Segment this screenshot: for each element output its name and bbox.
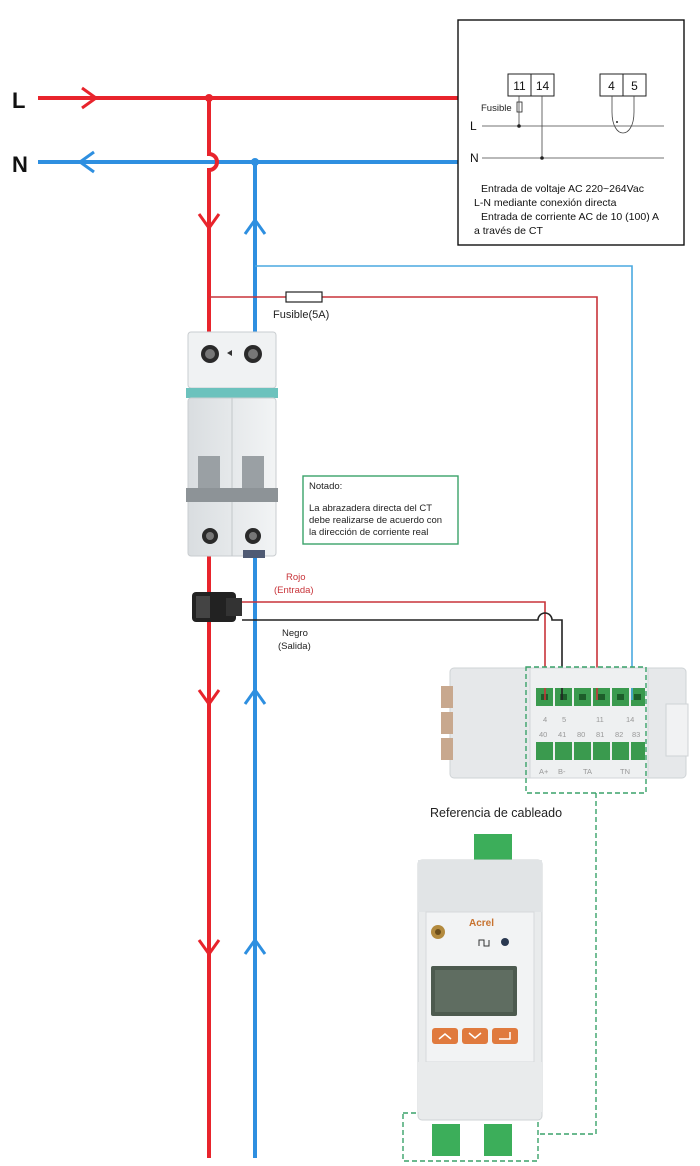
- terminal-bottom-label-40: 40: [539, 730, 547, 739]
- terminal-top-label-11: 11: [596, 715, 604, 724]
- inset-terminal-11: 11: [513, 79, 526, 93]
- ct-red-label-1: Rojo: [286, 572, 306, 583]
- terminal-block: 4 5 11 14 40 41 80 81 82 83 A+ B- TA TN: [441, 667, 689, 779]
- neutral-label: N: [12, 152, 28, 177]
- terminal-side-label-tn: TN: [620, 767, 630, 776]
- terminal-side-label-b: B-: [558, 767, 566, 776]
- note-title: Notado:: [309, 481, 342, 492]
- note-line-3: la dirección de corriente real: [309, 527, 428, 538]
- ct-black-label-1: Negro: [282, 628, 308, 639]
- inset-fuse-label: Fusible: [481, 103, 512, 114]
- note-line-1: La abrazadera directa del CT: [309, 503, 432, 514]
- ct-black-label-2: (Salida): [278, 641, 311, 652]
- meter-buttons: [432, 1028, 518, 1044]
- meter-brand: Acrel: [469, 918, 494, 929]
- live-drop: [197, 98, 221, 1158]
- ct-clamp: [192, 592, 242, 622]
- enter-icon[interactable]: [492, 1028, 518, 1044]
- inset-desc-line-3: Entrada de corriente AC de 10 (100) A: [481, 211, 659, 223]
- pulse-icon: [478, 939, 490, 947]
- inset-l-label: L: [470, 119, 477, 133]
- terminal-top-label-5: 5: [562, 715, 566, 724]
- inset-desc-line-4: a través de CT: [474, 225, 543, 237]
- fuse-label: Fusible(5A): [273, 309, 329, 321]
- terminal-bottom-label-83: 83: [632, 730, 640, 739]
- live-label: L: [12, 88, 25, 113]
- ct-red-label-2: (Entrada): [274, 585, 314, 596]
- fuse-branch: [209, 265, 633, 690]
- inset-terminal-4: 4: [608, 79, 615, 93]
- terminal-bottom-label-81: 81: [596, 730, 604, 739]
- neutral-bus: [38, 150, 458, 174]
- inset-schematic: 11 14 4 5 Fusible L N Entrada de voltaje…: [457, 19, 685, 246]
- note-box: Notado: La abrazadera directa del CT deb…: [302, 475, 459, 545]
- ct-wires: [242, 601, 563, 690]
- live-bus: [38, 86, 458, 110]
- terminal-side-label-ta: TA: [583, 767, 592, 776]
- terminal-bottom-label-41: 41: [558, 730, 566, 739]
- inset-n-label: N: [470, 151, 479, 165]
- wiring-reference-caption: Referencia de cableado: [430, 806, 562, 820]
- inset-terminal-5: 5: [631, 79, 638, 93]
- energy-meter: Acrel: [417, 834, 543, 1156]
- up-arrow-icon[interactable]: [432, 1028, 458, 1044]
- fuse-symbol: [285, 291, 323, 303]
- inset-desc-line-1: Entrada de voltaje AC 220~264Vac: [481, 183, 644, 195]
- terminal-bottom-label-82: 82: [615, 730, 623, 739]
- down-arrow-icon[interactable]: [462, 1028, 488, 1044]
- terminal-top-label-4: 4: [543, 715, 547, 724]
- inset-desc-line-2: L-N mediante conexión directa: [474, 197, 617, 209]
- inset-terminal-14: 14: [536, 79, 550, 93]
- terminal-side-label-a: A+: [539, 767, 549, 776]
- terminal-top-label-14: 14: [626, 715, 634, 724]
- circuit-breaker: [186, 331, 278, 558]
- terminal-bottom-label-80: 80: [577, 730, 585, 739]
- neutral-drop: [243, 162, 267, 1158]
- note-line-2: debe realizarse de acuerdo con: [309, 515, 442, 526]
- terminal-wire-ends: [544, 688, 633, 700]
